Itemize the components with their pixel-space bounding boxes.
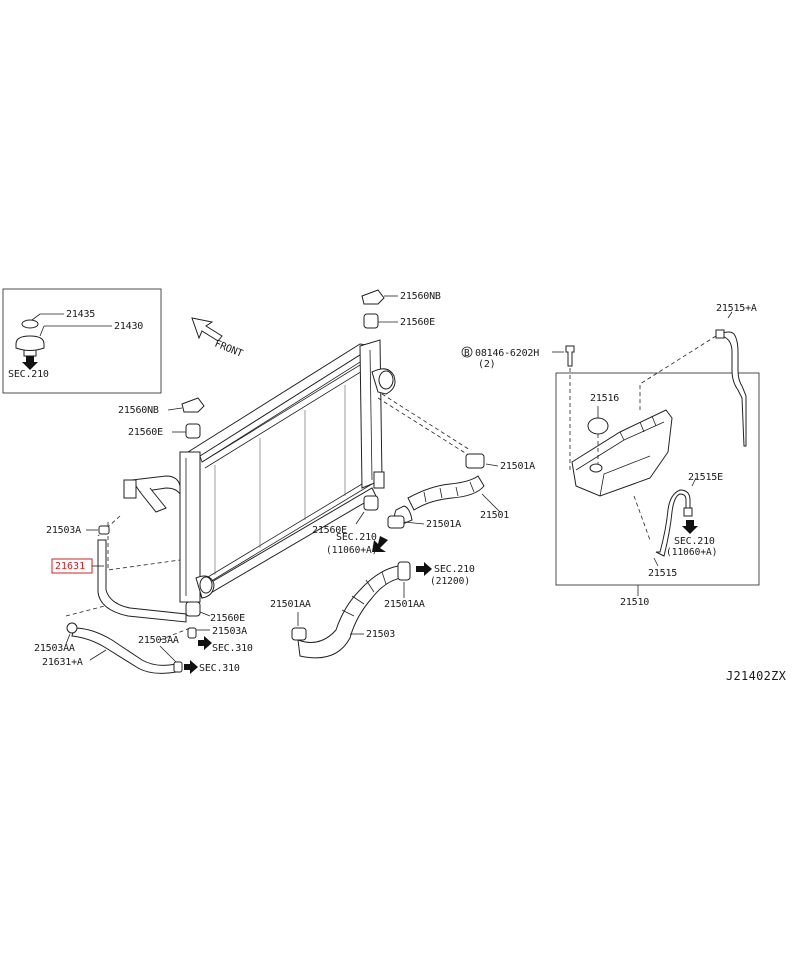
label-21501: 21501 (480, 510, 509, 521)
mount-bottom: 21560E (185, 601, 245, 624)
label-sec210-mid: SEC.210 (336, 532, 377, 543)
radiator (123, 339, 396, 603)
diagram-code: J21402ZX (726, 669, 787, 683)
label-21503aa-b: 21503AA (138, 635, 179, 646)
label-21503a-left: 21503A (46, 525, 81, 536)
label-21435: 21435 (66, 309, 95, 320)
label-21560e-left: 21560E (128, 427, 163, 438)
label-sec210-right: SEC.210 (434, 564, 475, 575)
label-21430: 21430 (114, 321, 143, 332)
label-21501a-top: 21501A (500, 461, 535, 472)
clamp-icon (397, 561, 411, 581)
mount-bracket-icon (181, 397, 205, 413)
cap-seal-icon (21, 319, 39, 329)
mount-top-right: 21560NB 21560E (361, 289, 441, 329)
bolt-icon (565, 345, 575, 367)
label-front: FRONT (213, 339, 244, 360)
label-21510: 21510 (620, 597, 649, 608)
label-21560e-mid: 21560E (312, 525, 347, 536)
right-arrow-icon (416, 562, 432, 576)
mount-top-left: 21560NB 21560E (118, 397, 205, 439)
label-21560e-top: 21560E (400, 317, 435, 328)
label-sec210-tank-sub: (11060+A) (666, 547, 717, 558)
hose-21631-icon (97, 539, 187, 623)
cap-inset: 21435 21430 SEC.210 (2, 288, 162, 394)
label-sec210-cap: SEC.210 (8, 369, 49, 380)
label-sec210-right-sub: (21200) (430, 576, 470, 587)
label-21515: 21515 (648, 568, 677, 579)
radiator-cap-icon (15, 335, 45, 357)
right-arrow-icon (198, 636, 212, 650)
clamp-icon (66, 622, 78, 634)
rubber-mount-icon (185, 601, 201, 617)
rubber-mount-icon (363, 495, 379, 511)
reservoir-tank-icon (571, 409, 673, 497)
label-21501aa-right: 21501AA (384, 599, 425, 610)
label-21503aa-a: 21503AA (34, 643, 75, 654)
mount-bracket-icon (361, 289, 385, 305)
rubber-mount-icon (185, 423, 201, 439)
label-21560nb-top: 21560NB (400, 291, 441, 302)
clamp-icon (291, 627, 307, 641)
label-21560e-bottom: 21560E (210, 613, 245, 624)
front-arrow-icon (191, 317, 223, 342)
down-arrow-icon (372, 536, 388, 552)
label-08146: 08146-6202H (475, 348, 539, 359)
rubber-mount-icon (363, 313, 379, 329)
lower-hose-assembly: SEC.210 (21200) 21501AA 21501AA 21503 (270, 561, 475, 659)
reservoir-cap-icon (587, 417, 609, 435)
upper-hose-icon (407, 475, 485, 511)
clamp-icon (173, 661, 183, 673)
label-sec310-b: SEC.310 (199, 663, 240, 674)
front-indicator: FRONT (191, 317, 244, 360)
mount-mid: 21560E (312, 495, 379, 536)
label-08146-qty: (2) (478, 359, 495, 370)
clamp-icon (98, 525, 110, 535)
label-21516: 21516 (590, 393, 619, 404)
label-21560nb-left: 21560NB (118, 405, 159, 416)
label-21631a: 21631+A (42, 657, 83, 668)
label-21503a-bottom: 21503A (212, 626, 247, 637)
clamp-icon (187, 627, 197, 639)
bolt-marker: B (464, 348, 470, 359)
clamp-icon (715, 329, 725, 339)
label-21631: 21631 (55, 561, 85, 572)
label-21515a: 21515+A (716, 303, 757, 314)
label-21503: 21503 (366, 629, 395, 640)
overflow-hose-icon (718, 331, 747, 447)
label-sec310-a: SEC.310 (212, 643, 253, 654)
clamp-icon (683, 507, 693, 517)
down-arrow-icon (22, 356, 38, 370)
label-21501a-mid: 21501A (426, 519, 461, 530)
right-arrow-icon (184, 660, 198, 674)
label-21501aa-left: 21501AA (270, 599, 311, 610)
bypass-hoses: 21503A 21631 21503AA 21631+A 21503AA SEC… (34, 515, 253, 674)
lower-hose-icon (297, 565, 403, 659)
clamp-icon (465, 453, 485, 469)
clamp-icon (387, 515, 405, 529)
down-arrow-icon (682, 520, 698, 534)
reservoir-box: 21510 B 08146-6202H (2) 21516 21515+A 21… (461, 303, 760, 608)
label-21515e: 21515E (688, 472, 723, 483)
label-sec210-tank: SEC.210 (674, 536, 715, 547)
label-sec210-mid-sub: (11060+A) (326, 545, 377, 556)
upper-hose-assembly: 21501A 21501 21501A SEC.210 (11060+A) (326, 393, 535, 556)
